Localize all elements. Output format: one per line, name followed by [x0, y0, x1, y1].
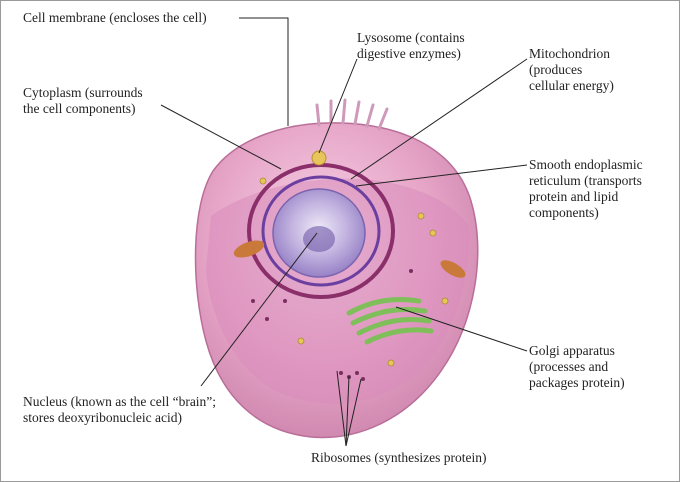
- leader-lysosome: [318, 58, 358, 154]
- microvilli: [315, 98, 389, 131]
- label-cytoplasm: Cytoplasm (surrounds the cell components…: [23, 85, 143, 116]
- golgi-apparatus: [346, 297, 434, 345]
- ribosome-dots: [251, 269, 413, 381]
- label-lysosome: Lysosome (contains digestive enzymes): [357, 30, 465, 61]
- leader-lines: [160, 17, 528, 447]
- leader-nucleus: [200, 232, 318, 387]
- lysosome-shape: [311, 150, 327, 166]
- mitochondrion-shape: [233, 240, 265, 258]
- leader-ribosome-a: [336, 370, 347, 447]
- label-cell-membrane: Cell membrane (encloses the cell): [23, 10, 207, 25]
- nucleolus: [303, 226, 335, 252]
- leader-smooth-er: [355, 164, 528, 187]
- label-nucleus: Nucleus (known as the cell “brain”; stor…: [23, 394, 217, 425]
- label-smooth-er: Smooth endoplasmic reticulum (transports…: [529, 157, 643, 220]
- leader-ribosome-c: [345, 378, 362, 447]
- leader-cell-membrane: [239, 17, 289, 126]
- leader-golgi: [395, 306, 528, 352]
- leader-mitochondrion: [350, 58, 528, 180]
- label-golgi: Golgi apparatus (processes and packages …: [529, 343, 625, 390]
- label-ribosomes: Ribosomes (synthesizes protein): [311, 450, 487, 465]
- vesicles: [259, 177, 449, 367]
- label-mitochondrion: Mitochondrion (produces cellular energy): [529, 46, 614, 93]
- leader-cytoplasm: [160, 104, 282, 170]
- leader-ribosome-b: [345, 375, 350, 447]
- mitochondrion-shape: [440, 260, 466, 278]
- cutaway-face: [206, 178, 470, 404]
